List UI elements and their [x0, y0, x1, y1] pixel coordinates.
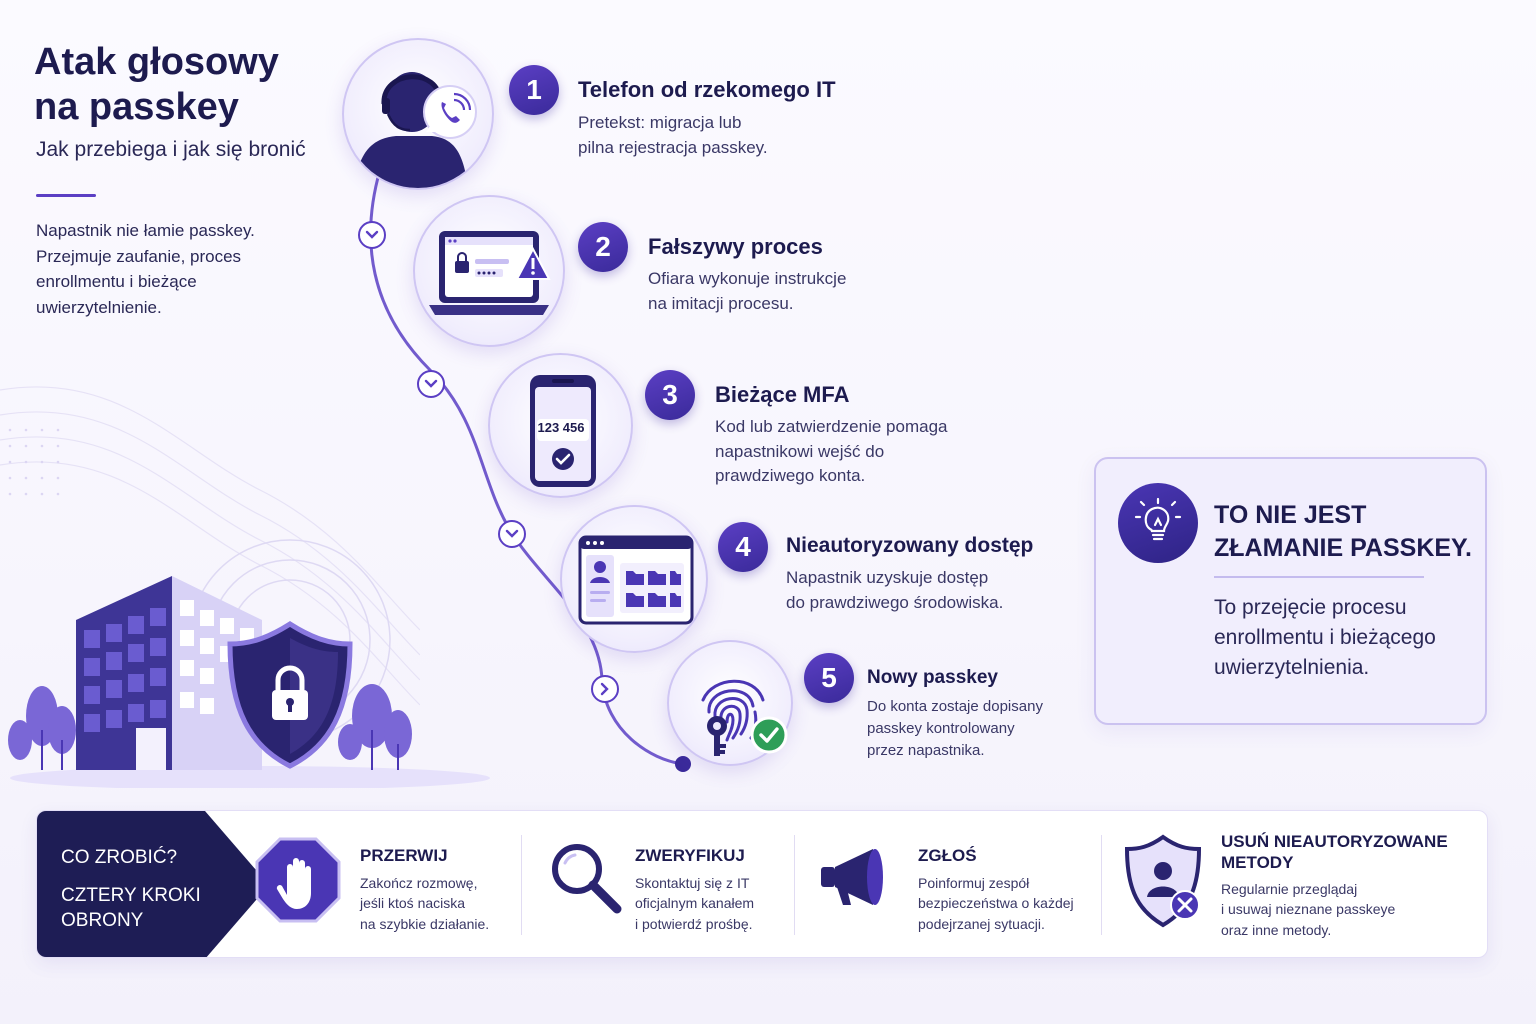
step-5-description: Do konta zostaje dopisany passkey kontro… — [867, 698, 1043, 759]
action-4-title: USUŃ NIEAUTORYZOWANE METODY — [1221, 832, 1448, 873]
page-title: Atak głosowy na passkey — [34, 40, 334, 130]
action-2-description: Skontaktuj się z IT oficjalnym kanałem i… — [635, 875, 755, 932]
takeaway-title: TO NIE JEST ZŁAMANIE PASSKEY. — [1214, 501, 1472, 562]
step-2-title: Fałszywy proces — [648, 234, 823, 259]
step-3-title: Bieżące MFA — [715, 382, 850, 407]
takeaway-divider — [1214, 576, 1424, 578]
step-4-title: Nieautoryzowany dostęp — [786, 534, 1034, 557]
shield-user-remove-icon — [1124, 834, 1202, 928]
phone-call-icon — [354, 72, 477, 188]
step-1-illustration — [342, 38, 494, 190]
defense-subtitle: CZTERY KROKI OBRONY — [61, 884, 201, 932]
action-divider-1 — [521, 835, 522, 935]
flow-chevron-2 — [417, 370, 445, 398]
title-line-1: Atak głosowy — [34, 41, 279, 83]
defense-steps-bar: CO ZROBIĆ? CZTERY KROKI OBRONY PRZERWIJ … — [36, 810, 1488, 958]
step-3-description: Kod lub zatwierdzenie pomaga napastnikow… — [715, 417, 948, 486]
action-2-title: ZWERYFIKUJ — [635, 846, 745, 865]
check-icon — [750, 716, 788, 754]
action-3-description: Poinformuj zespół bezpieczeństwa o każde… — [918, 875, 1074, 932]
accent-divider — [36, 194, 96, 197]
action-divider-3 — [1101, 835, 1102, 935]
smartphone-code-icon — [530, 375, 596, 487]
step-3-illustration — [488, 353, 633, 498]
lightbulb-icon — [1134, 497, 1182, 541]
action-1-description: Zakończ rozmowę, jeśli ktoś naciska na s… — [360, 875, 490, 932]
key-takeaway-box: TO NIE JEST ZŁAMANIE PASSKEY. To przejęc… — [1094, 457, 1487, 725]
action-3-title: ZGŁOŚ — [918, 846, 977, 865]
step-2-illustration — [413, 195, 565, 347]
bulb-badge — [1118, 483, 1198, 563]
action-4-description: Regularnie przeglądaj i usuwaj nieznane … — [1221, 881, 1396, 938]
step-5-number: 5 — [804, 653, 854, 703]
flow-chevron-1 — [358, 221, 386, 249]
step-4-illustration — [560, 505, 708, 653]
defense-label: CO ZROBIĆ? CZTERY KROKI OBRONY — [61, 845, 211, 934]
mfa-code: 123 456 — [537, 420, 585, 435]
title-line-2: na passkey — [34, 85, 239, 128]
step-2-number: 2 — [578, 222, 628, 272]
flow-chevron-4 — [591, 675, 619, 703]
flow-chevron-3 — [498, 520, 526, 548]
megaphone-icon — [821, 849, 883, 905]
action-1-title: PRZERWIJ — [360, 846, 448, 865]
step-1-number: 1 — [509, 65, 559, 115]
takeaway-description: To przejęcie procesu enrollmentu i bieżą… — [1214, 596, 1436, 679]
laptop-warning-icon — [429, 231, 551, 315]
background-dots — [8, 428, 60, 496]
step-4-number: 4 — [718, 522, 768, 572]
step-1-description: Pretekst: migracja lub pilna rejestracja… — [578, 113, 768, 157]
building-shield-illustration — [8, 539, 490, 788]
stop-hand-icon — [255, 837, 341, 923]
browser-folders-icon — [578, 535, 694, 625]
step-3-number: 3 — [645, 370, 695, 420]
step-4-description: Napastnik uzyskuje dostęp do prawdziwego… — [786, 568, 1004, 612]
fingerprint-key-icon — [701, 679, 765, 756]
defense-question: CO ZROBIĆ? — [61, 847, 178, 868]
page-subtitle: Jak przebiega i jak się bronić — [36, 138, 306, 161]
step-1-title: Telefon od rzekomego IT — [578, 77, 836, 102]
background-waves — [0, 386, 420, 706]
step-2-description: Ofiara wykonuje instrukcje na imitacji p… — [648, 269, 847, 313]
intro-text: Napastnik nie łamie passkey. Przejmuje z… — [36, 221, 255, 317]
magnifier-icon — [552, 844, 622, 914]
action-divider-2 — [794, 835, 795, 935]
step-5-title: Nowy passkey — [867, 667, 998, 688]
